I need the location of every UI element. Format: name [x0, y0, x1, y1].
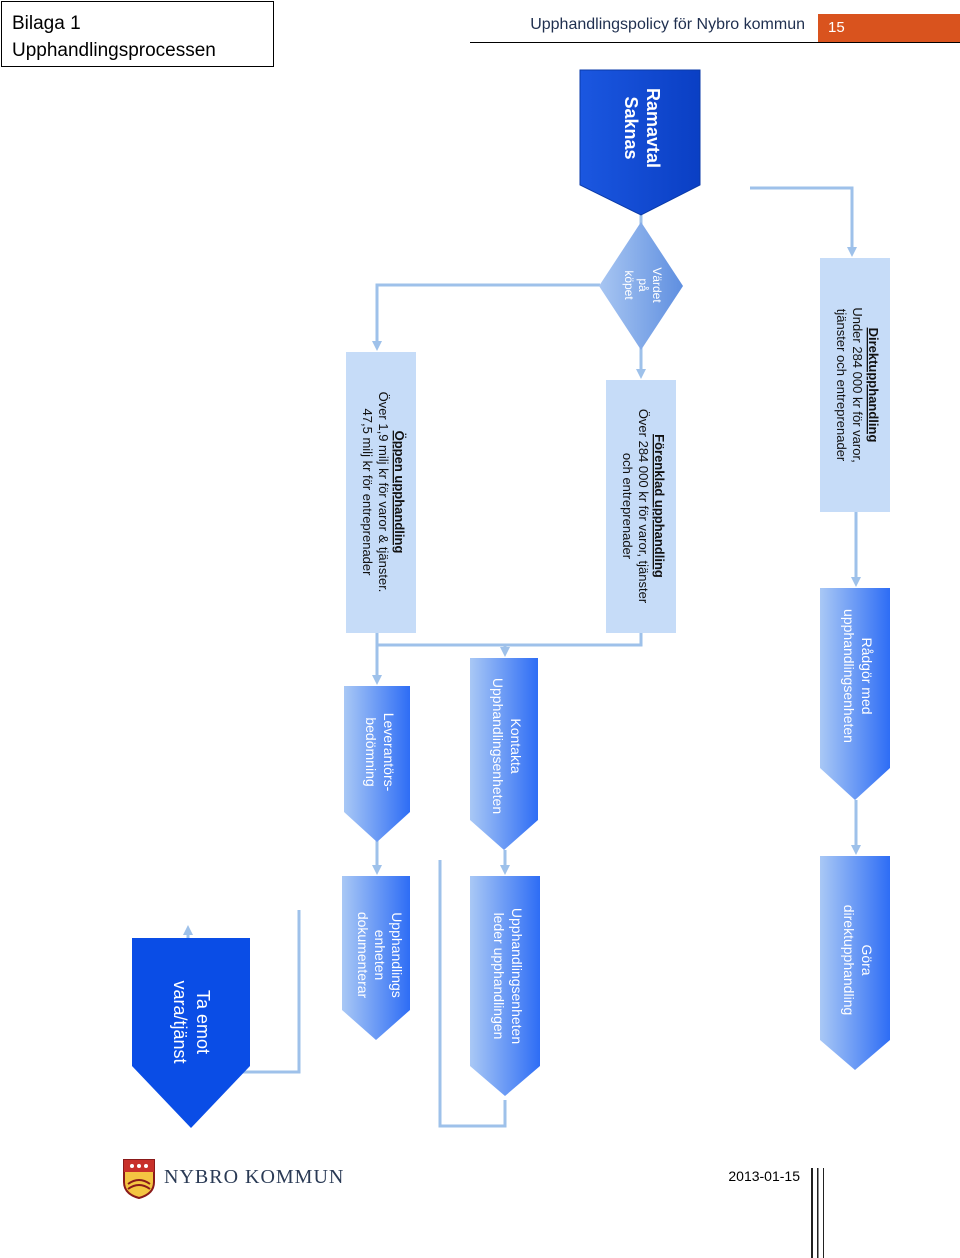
direkt-line-2: tjänster och entreprenader: [834, 309, 849, 462]
footer-rule-bars: [811, 1168, 824, 1258]
header-rule: [470, 42, 960, 43]
kontakta-line-1: Kontakta: [508, 718, 524, 773]
gora-line-2: direktupphandling: [841, 905, 857, 1016]
end-ta-emot-vara-tjanst: Ta emot vara/tjänst: [132, 938, 250, 1128]
box-forenklad-upphandling: Förenklad upphandling Över 284 000 kr fö…: [606, 380, 676, 633]
direkt-heading: Direktupphandling: [866, 328, 881, 443]
oppen-heading: Öppen upphandling: [392, 431, 407, 554]
connector-start-direkt: [750, 186, 857, 257]
step-upphandlingsenheten-leder: Upphandlingsenheten leder upphandlingen: [470, 876, 540, 1096]
start-line-1: Ramavtal: [643, 88, 663, 168]
dokumenterar-line-3: dokumenterar: [355, 912, 371, 999]
section-title: Upphandlingsprocessen: [12, 40, 216, 61]
box-oppen-upphandling: Öppen upphandling Över 1,9 milj kr för v…: [346, 352, 416, 633]
connector-forenklad-kontakta: [500, 633, 643, 657]
forenklad-line-2: och entreprenader: [620, 453, 635, 560]
forenklad-heading: Förenklad upphandling: [652, 434, 667, 578]
step-radgor-med-upphandlingsenheten: Rådgör med upphandlingsenheten: [820, 588, 890, 800]
step-kontakta-upphandlingsenheten: Kontakta Upphandlingsenheten: [470, 658, 538, 850]
step-gora-direktupphandling: Göra direktupphandling: [820, 856, 890, 1070]
end-line-2: vara/tjänst: [170, 980, 190, 1063]
start-ramavtal-saknas: Ramavtal Saknas: [579, 69, 701, 216]
page-number-badge: 15: [818, 14, 960, 42]
leder-line-1: Upphandlingsenheten: [509, 908, 525, 1044]
connector-decision-oppen: [372, 283, 600, 351]
document-title: Upphandlingspolicy för Nybro kommun: [530, 16, 805, 33]
gora-line-1: Göra: [859, 944, 875, 975]
footer-date: 2013-01-15: [728, 1168, 800, 1184]
direkt-line-1: Under 284 000 kr för varor,: [850, 307, 865, 462]
kontakta-line-2: Upphandlingsenheten: [490, 678, 506, 814]
decision-line-2: på: [636, 278, 650, 292]
dokumenterar-line-2: enheten: [372, 930, 388, 981]
leder-line-2: leder upphandlingen: [491, 913, 507, 1040]
decision-line-3: köpet: [622, 270, 636, 300]
radgor-line-1: Rådgör med: [859, 637, 875, 714]
step-upphandlingsenheten-dokumenterar: Upphandlings enheten dokumenterar: [342, 876, 410, 1040]
appendix-title-box: Bilaga 1 Upphandlingsprocessen: [1, 1, 274, 67]
start-line-2: Saknas: [621, 96, 641, 159]
connector-leder-loop: [438, 860, 507, 1128]
footer-brand: NYBRO KOMMUN: [164, 1166, 345, 1188]
leverantor-line-1: Leverantörs-: [381, 713, 397, 792]
radgor-line-2: upphandlingsenheten: [841, 609, 857, 743]
oppen-line-1: Över 1,9 milj kr för varor & tjänster.: [376, 392, 391, 593]
step-leverantorsbedomning: Leverantörs- bedömning: [344, 686, 410, 842]
connector-oppen-leverantor: [375, 633, 505, 647]
dokumenterar-line-1: Upphandlings: [389, 912, 405, 998]
appendix-label: Bilaga 1: [12, 13, 81, 34]
box-direktupphandling: Direktupphandling Under 284 000 kr för v…: [820, 258, 890, 512]
decision-vardet-pa-kopet: Värdet på köpet: [599, 222, 683, 350]
leverantor-line-2: bedömning: [363, 717, 379, 786]
decision-line-1: Värdet: [650, 267, 664, 303]
end-line-1: Ta emot: [193, 990, 213, 1054]
nybro-coat-of-arms-icon: [123, 1159, 155, 1200]
forenklad-line-1: Över 284 000 kr för varor, tjänster: [636, 409, 651, 604]
oppen-line-2: 47,5 milj kr för entreprenader: [360, 409, 375, 577]
